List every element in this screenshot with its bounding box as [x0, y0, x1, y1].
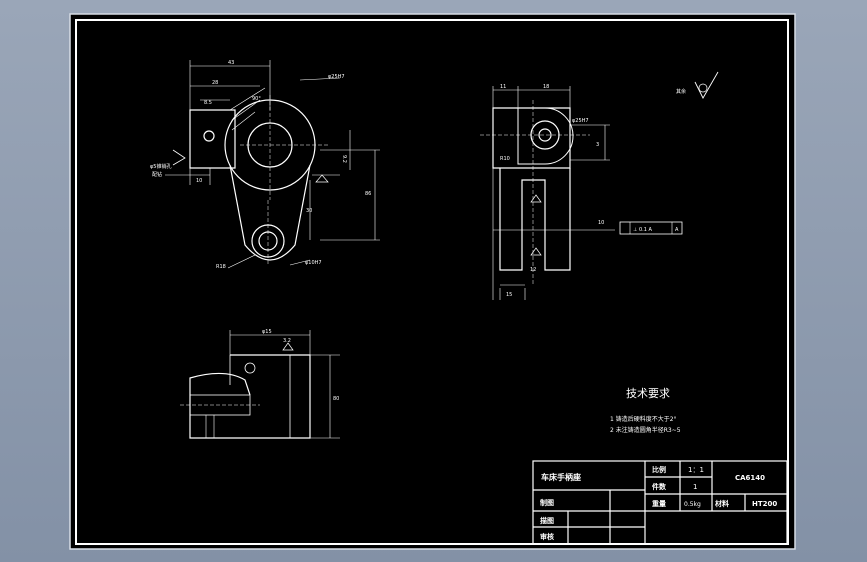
- tb-weight-value: 0.5kg: [684, 501, 701, 508]
- tb-label-review: 审核: [540, 532, 554, 541]
- tb-label-draw: 制图: [540, 498, 554, 507]
- side-view: [480, 86, 683, 300]
- dim-bottom-note: 3.2: [283, 338, 291, 344]
- tb-scale-value: 1：1: [688, 466, 704, 474]
- dim-side-bottom2: 12: [530, 267, 536, 273]
- dim-front-right1: 9.2: [341, 155, 347, 163]
- dim-side-bottom: 15: [506, 292, 512, 298]
- tb-count-value: 1: [693, 483, 697, 491]
- tech-req-item-1: 1 铸造后硬料度不大于2°: [610, 415, 677, 423]
- dim-bottom-right: 80: [333, 396, 339, 402]
- tb-drawing-no: CA6140: [735, 474, 765, 482]
- dim-front-right3: 86: [365, 191, 371, 197]
- dim-front-right2: 30: [306, 208, 312, 214]
- dim-front-radius: R18: [216, 264, 226, 270]
- tb-label-count: 件数: [652, 482, 667, 491]
- roughness-symbol: [694, 71, 719, 99]
- dim-front-top: 43: [228, 60, 234, 66]
- title-block: [532, 460, 788, 545]
- tb-label-trace: 描图: [540, 516, 554, 525]
- dim-bottom-top: φ15: [262, 329, 272, 335]
- bottom-view: [180, 330, 340, 439]
- tb-label-weight: 重量: [652, 499, 666, 508]
- dim-side-hole: φ25H7: [572, 118, 589, 124]
- dim-front-sub2: 8.5: [204, 100, 212, 106]
- tolerance-frame-text: ⊥ 0.1 A: [633, 227, 652, 233]
- front-view: [165, 60, 380, 269]
- tech-req-title: 技术要求: [626, 387, 670, 400]
- part-name: 车床手柄座: [541, 472, 581, 482]
- tb-material-value: HT200: [752, 500, 777, 508]
- dim-front-sub1: 28: [212, 80, 218, 86]
- dim-front-small: 10: [196, 178, 202, 184]
- dim-front-hole-bottom: φ10H7: [305, 260, 322, 266]
- tolerance-frame: [619, 221, 683, 235]
- label-front-left: φ5锥销孔: [150, 163, 171, 170]
- drawing-sheet: [69, 13, 796, 550]
- label-front-left2: 配钻: [152, 171, 162, 178]
- dim-side-small: 10: [598, 220, 604, 226]
- roughness-label: 其余: [676, 88, 686, 95]
- dim-side-top2: 18: [543, 84, 549, 90]
- drawing-border: [75, 19, 789, 545]
- dim-side-top1: 11: [500, 84, 506, 90]
- dim-front-hole-top: φ25H7: [328, 74, 345, 80]
- tb-label-material: 材料: [714, 499, 729, 508]
- dim-front-angle: 90°: [252, 96, 261, 102]
- dim-side-radius: R10: [500, 156, 510, 162]
- dim-side-right: 3: [596, 142, 599, 148]
- tb-label-scale: 比例: [652, 465, 666, 474]
- tech-req-item-2: 2 未注铸造圆角半径R3~5: [610, 426, 681, 434]
- datum-label: A: [675, 227, 679, 233]
